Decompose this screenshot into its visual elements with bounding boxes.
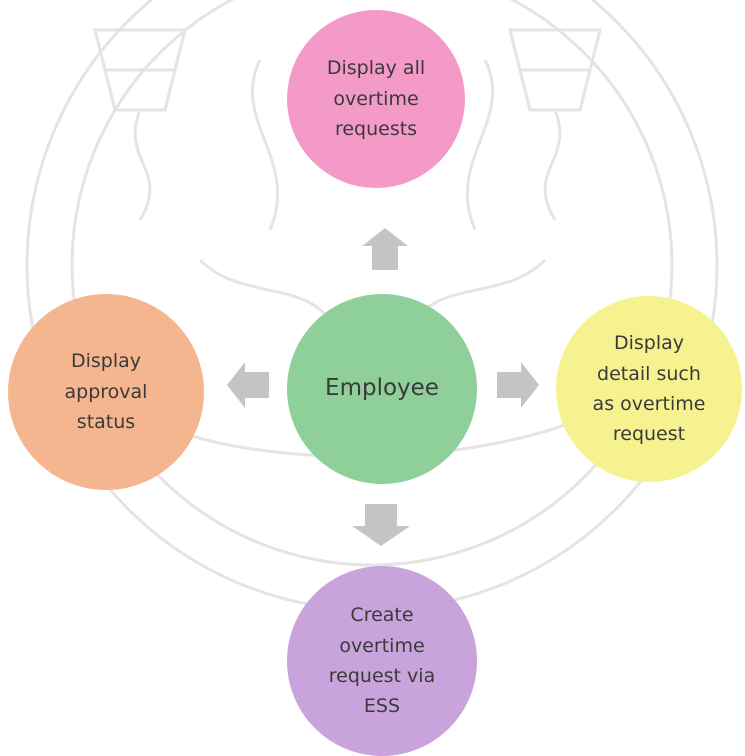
display-all-requests-label: Display all overtime requests xyxy=(326,57,426,141)
create-request-label: Create overtime request via ESS xyxy=(328,604,436,718)
create-request-node: Create overtime request via ESS xyxy=(287,566,477,756)
employee-node: Employee xyxy=(287,294,477,484)
display-detail-label: Display detail such as overtime request xyxy=(592,332,706,446)
display-approval-status-label: Display approval status xyxy=(64,350,148,434)
display-approval-status-node: Display approval status xyxy=(8,294,204,490)
arrow-left-icon xyxy=(227,362,269,408)
arrow-right-icon xyxy=(497,362,539,408)
arrow-down-icon xyxy=(352,504,410,546)
employee-label: Employee xyxy=(325,375,439,402)
display-detail-node: Display detail such as overtime request xyxy=(556,296,742,482)
display-all-requests-node: Display all overtime requests xyxy=(287,10,465,188)
arrow-up-icon xyxy=(362,228,408,270)
